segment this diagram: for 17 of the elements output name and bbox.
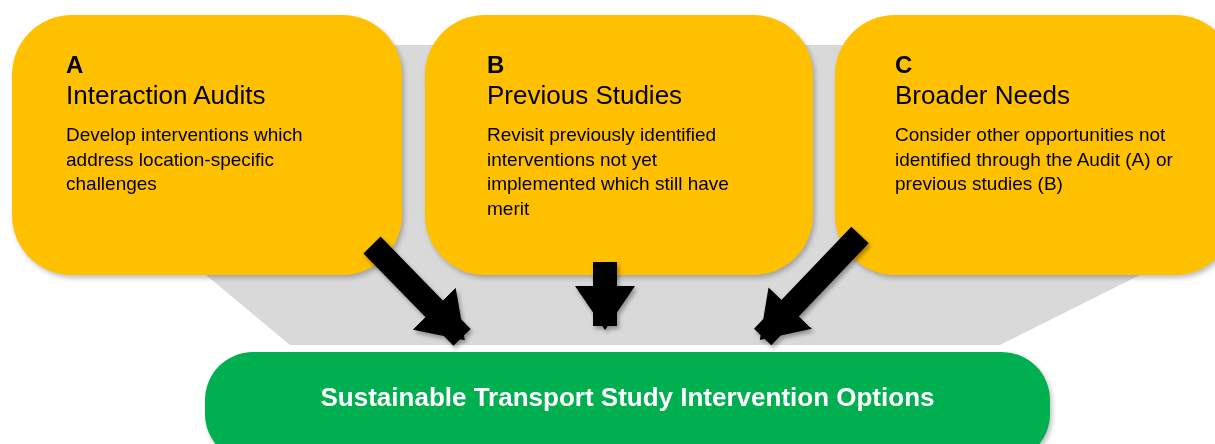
- arrow: [575, 262, 635, 330]
- section-letter: B: [487, 51, 506, 79]
- section-description: Revisit previously identified interventions not yet implemented which still have merit: [487, 123, 730, 222]
- result-title: Sustainable Transport Study Intervention Options: [320, 382, 935, 414]
- section-heading: Broader Needs: [895, 78, 1071, 112]
- source-card: [835, 15, 1215, 275]
- section-description: Develop interventions which address location-specific challenges: [66, 123, 304, 197]
- arrow: [363, 236, 471, 346]
- arrow: [753, 226, 869, 346]
- section-heading: Interaction Audits: [66, 78, 267, 112]
- section-letter: A: [66, 51, 85, 79]
- section-letter: C: [895, 51, 914, 79]
- result-bar: [205, 352, 1050, 444]
- section-description: Consider other opportunities not identified through the Audit (A) or previous studies (B): [895, 123, 1174, 197]
- source-card: [12, 15, 402, 275]
- section-heading: Previous Studies: [487, 78, 684, 112]
- source-card: [425, 15, 813, 275]
